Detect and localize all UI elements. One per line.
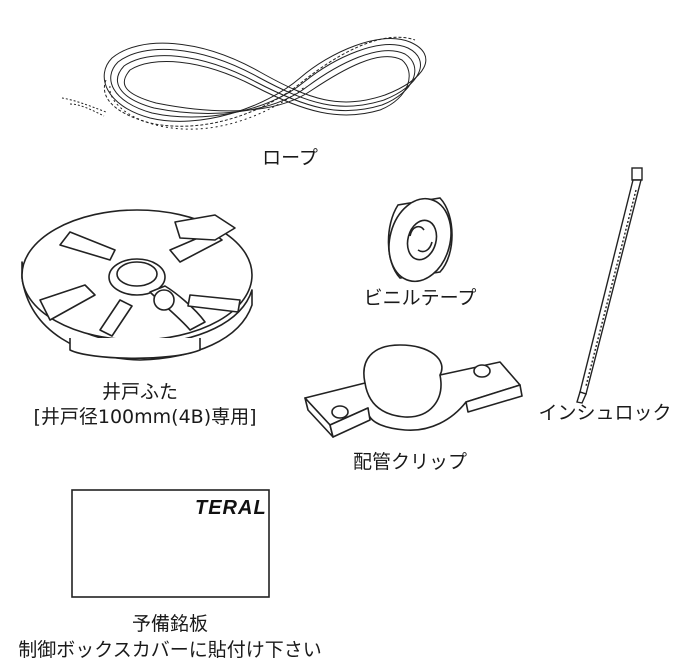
spare-nameplate-box xyxy=(71,489,270,598)
well-cover-label: 井戸ふた xyxy=(101,381,178,403)
well-cover-illustration xyxy=(21,209,253,361)
cable-tie-label: インシュロック xyxy=(538,402,672,424)
spare-nameplate-label: 予備銘板 xyxy=(131,613,208,635)
teral-logo: TERAL xyxy=(195,497,267,519)
spare-nameplate-note: 制御ボックスカバーに貼付け下さい xyxy=(18,639,322,661)
vinyl-tape-illustration xyxy=(387,197,453,283)
cable-tie-illustration xyxy=(576,167,643,404)
pipe-clip-illustration xyxy=(304,344,523,438)
pipe-clip-label: 配管クリップ xyxy=(352,451,467,473)
well-cover-sublabel: [井戸径100mm(4B)専用] xyxy=(33,406,257,428)
rope-label: ロープ xyxy=(262,147,318,169)
rope-illustration xyxy=(61,36,427,130)
vinyl-tape-label: ビニルテープ xyxy=(363,287,477,309)
